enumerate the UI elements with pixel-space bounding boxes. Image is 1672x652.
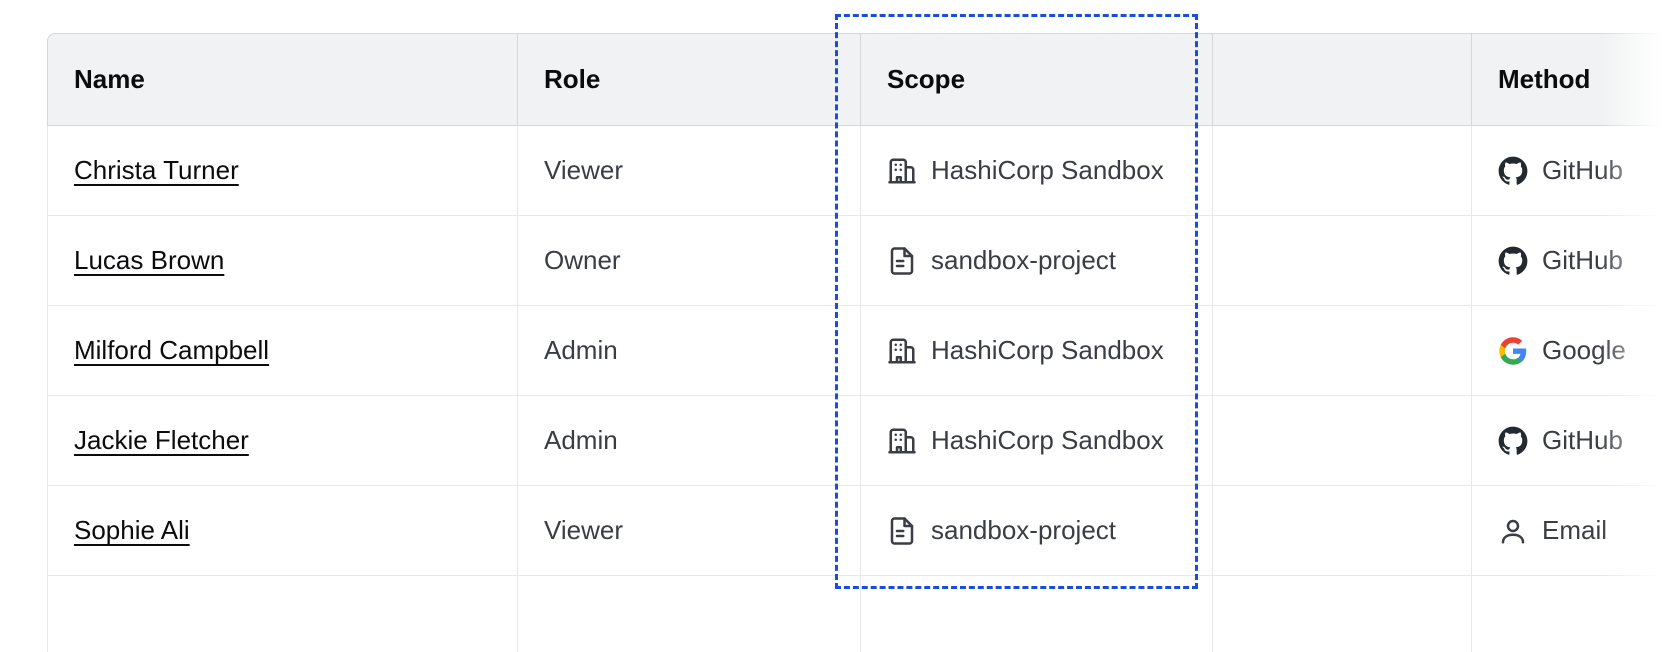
cell-method: GitHub xyxy=(1472,126,1672,216)
cell-blank xyxy=(1213,216,1472,306)
cell-role: Owner xyxy=(518,216,861,306)
scope-label: HashiCorp Sandbox xyxy=(931,155,1164,185)
method-label: GitHub xyxy=(1542,425,1623,455)
role-label: Admin xyxy=(544,425,618,455)
table-row[interactable]: Jackie Fletcher Admin HashiCorp Sandbox Git… xyxy=(47,396,1672,486)
cell-scope: HashiCorp Sandbox xyxy=(861,126,1213,216)
column-header-scope[interactable]: Scope xyxy=(861,33,1213,126)
cell-method: Email xyxy=(1472,486,1672,576)
cell-name: Sophie Ali xyxy=(47,486,518,576)
cell-name: Jackie Fletcher xyxy=(47,396,518,486)
member-name-link[interactable]: Sophie Ali xyxy=(74,515,190,545)
cell-scope xyxy=(861,576,1213,652)
cell-blank xyxy=(1213,306,1472,396)
scope-label: sandbox-project xyxy=(931,515,1116,545)
document-icon xyxy=(887,516,917,546)
column-header-blank xyxy=(1213,33,1472,126)
table-row[interactable] xyxy=(47,576,1672,652)
cell-role xyxy=(518,576,861,652)
member-name-link[interactable]: Christa Turner xyxy=(74,155,239,185)
cell-blank xyxy=(1213,576,1472,652)
cell-scope: HashiCorp Sandbox xyxy=(861,306,1213,396)
cell-blank xyxy=(1213,486,1472,576)
cell-method: GitHub xyxy=(1472,396,1672,486)
role-label: Viewer xyxy=(544,515,624,545)
building-icon xyxy=(887,336,917,366)
role-label: Admin xyxy=(544,335,618,365)
table-header-row: Name Role Scope Method xyxy=(47,33,1672,126)
cell-role: Viewer xyxy=(518,126,861,216)
github-icon xyxy=(1498,156,1528,186)
cell-method: Google xyxy=(1472,306,1672,396)
cell-name: Lucas Brown xyxy=(47,216,518,306)
cell-scope: HashiCorp Sandbox xyxy=(861,396,1213,486)
scope-label: sandbox-project xyxy=(931,245,1116,275)
github-icon xyxy=(1498,426,1528,456)
cell-blank xyxy=(1213,126,1472,216)
cell-role: Admin xyxy=(518,306,861,396)
cell-method: GitHub xyxy=(1472,216,1672,306)
role-label: Viewer xyxy=(544,155,624,185)
member-name-link[interactable]: Jackie Fletcher xyxy=(74,425,249,455)
method-label: Email xyxy=(1542,515,1608,545)
role-label: Owner xyxy=(544,245,621,275)
table-header: Name Role Scope Method xyxy=(47,33,1672,126)
cell-name: Milford Campbell xyxy=(47,306,518,396)
scope-label: HashiCorp Sandbox xyxy=(931,335,1164,365)
method-label: Google xyxy=(1542,335,1626,365)
table-row[interactable]: Christa Turner Viewer HashiCorp Sandbox Git… xyxy=(47,126,1672,216)
cell-name: Christa Turner xyxy=(47,126,518,216)
column-header-method[interactable]: Method xyxy=(1472,33,1672,126)
user-icon xyxy=(1498,516,1528,546)
method-label: GitHub xyxy=(1542,155,1623,185)
building-icon xyxy=(887,426,917,456)
member-name-link[interactable]: Lucas Brown xyxy=(74,245,225,275)
column-header-name[interactable]: Name xyxy=(47,33,518,126)
cell-role: Admin xyxy=(518,396,861,486)
building-icon xyxy=(887,156,917,186)
table-row[interactable]: Sophie Ali Viewer sandbox-project Email xyxy=(47,486,1672,576)
table-row[interactable]: Lucas Brown Owner sandbox-project GitHub xyxy=(47,216,1672,306)
cell-name xyxy=(47,576,518,652)
cell-scope: sandbox-project xyxy=(861,486,1213,576)
cell-method xyxy=(1472,576,1672,652)
document-icon xyxy=(887,246,917,276)
cell-blank xyxy=(1213,396,1472,486)
table-row[interactable]: Milford Campbell Admin HashiCorp Sandbox Go… xyxy=(47,306,1672,396)
column-header-role[interactable]: Role xyxy=(518,33,861,126)
google-icon xyxy=(1498,336,1528,366)
cell-role: Viewer xyxy=(518,486,861,576)
method-label: GitHub xyxy=(1542,245,1623,275)
member-name-link[interactable]: Milford Campbell xyxy=(74,335,270,365)
github-icon xyxy=(1498,246,1528,276)
scope-label: HashiCorp Sandbox xyxy=(931,425,1164,455)
cell-scope: sandbox-project xyxy=(861,216,1213,306)
